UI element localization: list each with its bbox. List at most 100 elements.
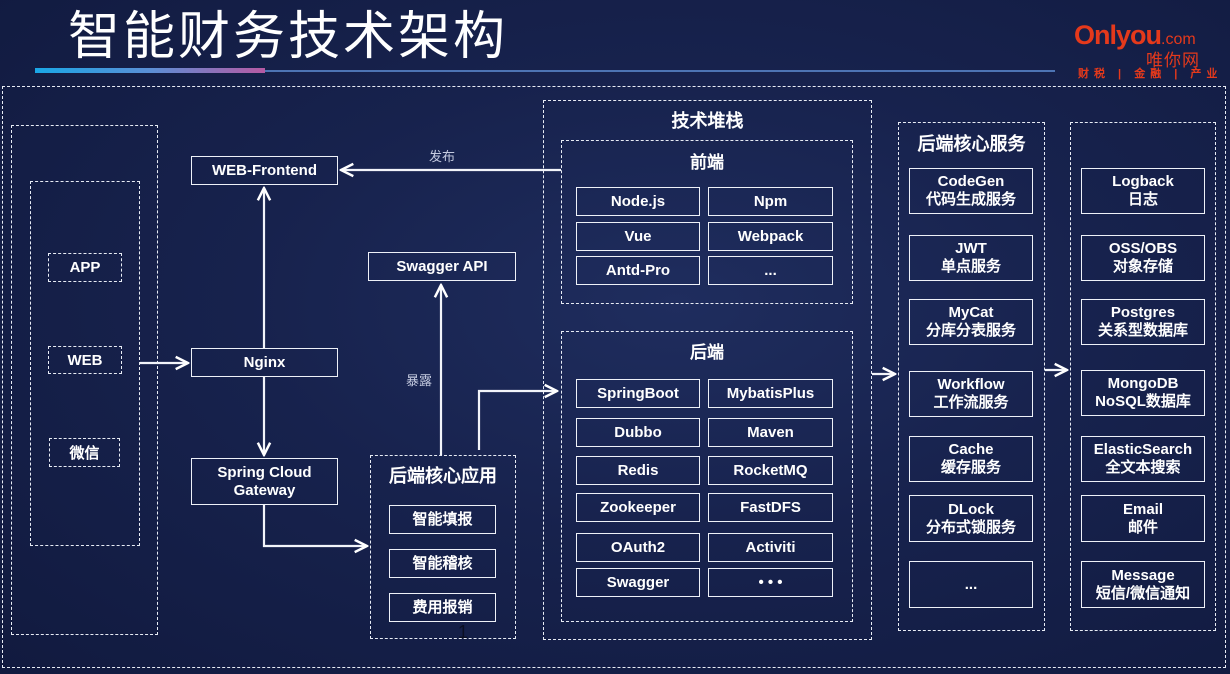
logo-cn-name: 唯你网	[1146, 51, 1200, 70]
backend-tech-item[interactable]: OAuth2	[576, 533, 700, 562]
client-layer	[11, 125, 158, 635]
swagger-api-node[interactable]: Swagger API	[368, 252, 516, 281]
frontend-tech-item[interactable]: Webpack	[708, 222, 833, 251]
arrow-gateway-to-core-app	[262, 505, 367, 546]
web-frontend-node[interactable]: WEB-Frontend	[191, 156, 338, 185]
core-app-item[interactable]: 智能填报	[389, 505, 496, 534]
core-service-item-name: DLock	[948, 500, 994, 518]
core-service-item-desc: 分库分表服务	[925, 322, 1016, 339]
core-app-title: 后端核心应用	[389, 466, 497, 486]
core-service-item-desc: 分布式锁服务	[925, 518, 1016, 536]
infrastructure-item-desc: 关系型数据库	[1097, 322, 1188, 339]
frontend-tech-item[interactable]: Vue	[576, 222, 700, 251]
core-app-item[interactable]: 智能稽核	[389, 549, 496, 578]
page-number: 1	[458, 622, 469, 642]
logo-brand-text: Onlyou	[1074, 20, 1162, 50]
client-group	[30, 181, 140, 546]
core-app-item[interactable]: 费用报销	[389, 593, 496, 622]
edge-label-expose: 暴露	[406, 373, 433, 388]
client-wechat[interactable]: 微信	[49, 438, 120, 467]
backend-tech-item[interactable]: Activiti	[708, 533, 833, 562]
spring-cloud-gateway-node[interactable]: Spring Cloud Gateway	[191, 458, 338, 505]
backend-tech-item[interactable]: Swagger	[576, 568, 700, 597]
infrastructure-item-desc: 日志	[1127, 191, 1158, 208]
core-service-item-desc: 单点服务	[940, 258, 1001, 275]
backend-stack-title: 后端	[690, 343, 724, 362]
backend-tech-item[interactable]: RocketMQ	[708, 456, 833, 485]
frontend-tech-item[interactable]: Antd-Pro	[576, 256, 700, 285]
backend-stack-group	[561, 331, 853, 622]
title-underline-accent	[35, 68, 265, 73]
backend-tech-item[interactable]: Dubbo	[576, 418, 700, 447]
diagram-frame	[2, 86, 1226, 668]
brand-logo: Onlyou.com 唯你网 财税 | 金融 | 产业	[1070, 20, 1217, 82]
backend-tech-item[interactable]: • • •	[708, 568, 833, 597]
core-services-title: 后端核心服务	[917, 134, 1026, 154]
frontend-stack-group	[561, 140, 853, 304]
backend-tech-item[interactable]: SpringBoot	[576, 379, 700, 408]
logo-domain: .com	[1161, 31, 1196, 48]
nginx-node[interactable]: Nginx	[191, 348, 338, 377]
infrastructure-item-desc: 邮件	[1127, 518, 1158, 536]
client-web[interactable]: WEB	[48, 346, 122, 374]
backend-tech-item[interactable]: Zookeeper	[576, 493, 700, 522]
core-service-item-desc: 代码生成服务	[925, 191, 1016, 208]
infrastructure-item-name: Message	[1111, 566, 1175, 584]
infrastructure-item-desc: NoSQL数据库	[1095, 393, 1191, 410]
infrastructure-item-desc: 全文本搜索	[1105, 459, 1181, 476]
backend-tech-item[interactable]: FastDFS	[708, 493, 833, 522]
core-services-group	[898, 122, 1045, 631]
gateway-label-line1: Spring Cloud	[217, 463, 312, 481]
frontend-stack-title: 前端	[690, 153, 724, 172]
logo-brand: Onlyou.com	[1074, 20, 1196, 51]
core-service-item[interactable]: ...	[909, 561, 1033, 608]
infrastructure-item-name: ElasticSearch	[1093, 441, 1193, 458]
infrastructure-item-name: Logback	[1112, 173, 1174, 190]
frontend-tech-item[interactable]: Node.js	[576, 187, 700, 216]
logo-tagline: 财税 | 金融 | 产业	[1078, 68, 1223, 80]
core-service-item-desc: 缓存服务	[940, 459, 1001, 476]
core-service-item-name: Workflow	[937, 376, 1005, 393]
edge-label-publish: 发布	[429, 149, 456, 164]
backend-tech-item[interactable]: Redis	[576, 456, 700, 485]
infrastructure-item-desc: 对象存储	[1112, 258, 1173, 275]
slide-title: 智能财务技术架构	[68, 7, 509, 67]
arrow-core-app-to-backend	[477, 391, 557, 450]
core-service-item-name: MyCat	[948, 304, 994, 321]
infrastructure-item-name: OSS/OBS	[1108, 240, 1178, 257]
tech-stack-title: 技术堆栈	[671, 111, 744, 131]
infrastructure-item-name: Email	[1122, 500, 1164, 518]
tech-stack-group	[543, 100, 872, 640]
infrastructure-item-name: MongoDB	[1107, 375, 1179, 392]
core-service-item-desc: 工作流服务	[933, 394, 1009, 411]
core-service-item-name: ...	[964, 575, 978, 593]
gateway-label-line2: Gateway	[233, 481, 296, 499]
core-service-item-name: CodeGen	[937, 173, 1005, 190]
core-app-group	[370, 455, 516, 639]
infrastructure-item-name: Postgres	[1110, 304, 1176, 321]
client-app[interactable]: APP	[48, 253, 122, 282]
infrastructure-group	[1070, 122, 1216, 631]
backend-tech-item[interactable]: Maven	[708, 418, 833, 447]
backend-tech-item[interactable]: MybatisPlus	[708, 379, 833, 408]
core-service-item-name: JWT	[955, 240, 987, 257]
core-service-item-name: Cache	[948, 441, 994, 458]
title-underline	[265, 70, 1055, 72]
frontend-tech-item[interactable]: Npm	[708, 187, 833, 216]
frontend-tech-item[interactable]: ...	[708, 256, 833, 285]
infrastructure-item-desc: 短信/微信通知	[1095, 584, 1191, 602]
